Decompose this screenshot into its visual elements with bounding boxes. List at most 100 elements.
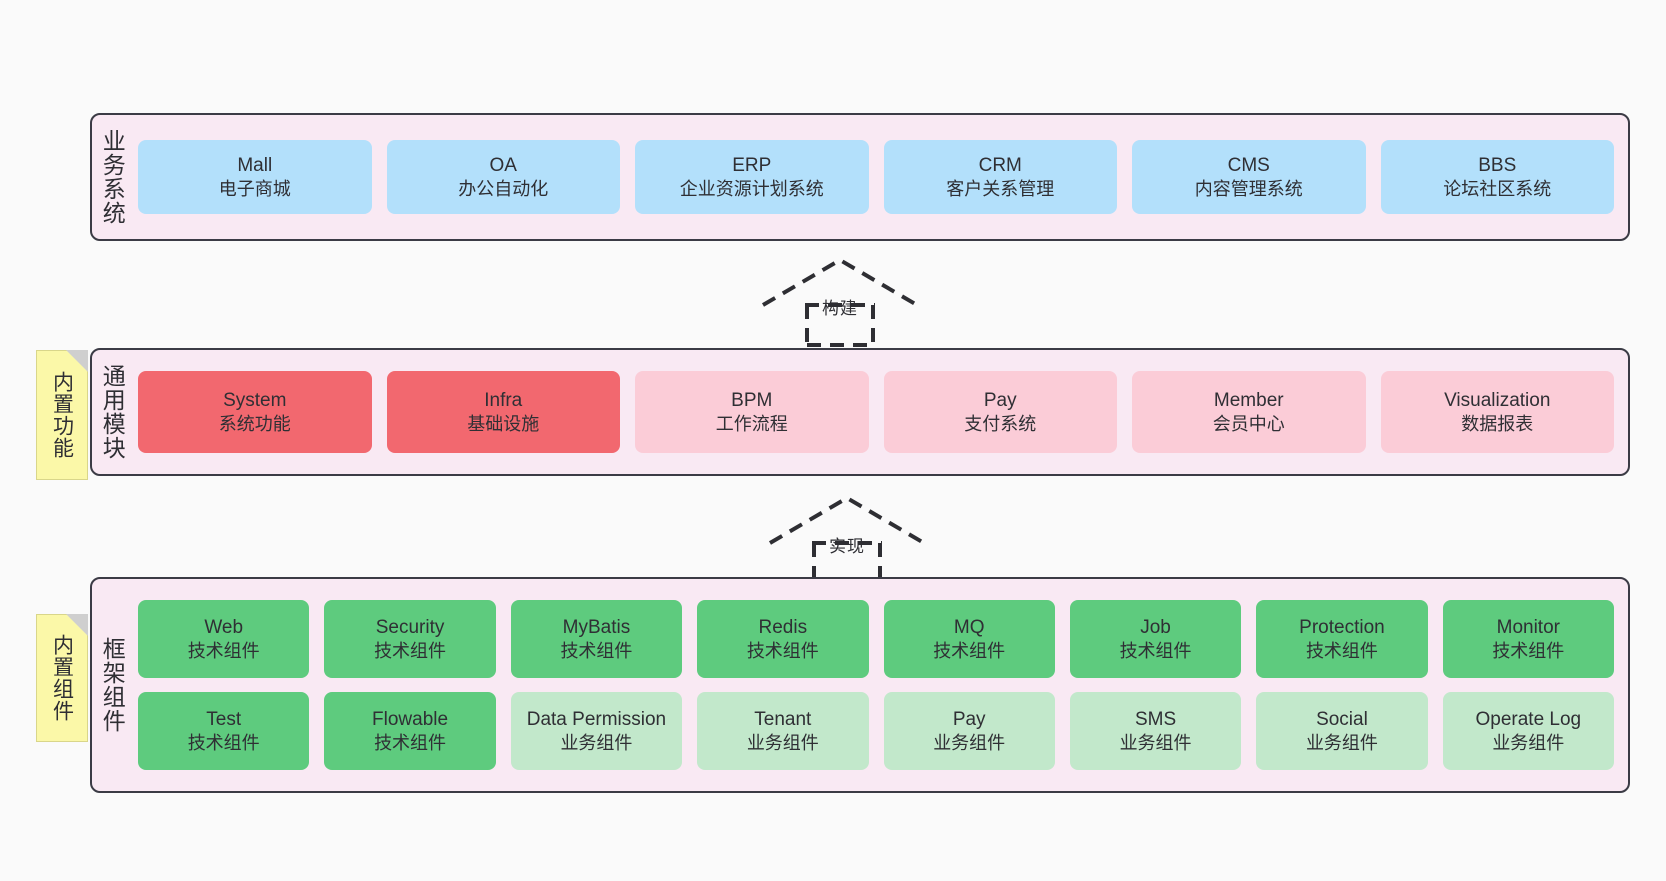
node-monitor[interactable]: Monitor 技术组件: [1442, 600, 1614, 678]
node-mall-cn: 电子商城: [218, 178, 291, 199]
node-visualization-en: Visualization: [1444, 389, 1551, 411]
node-cms-en: CMS: [1227, 154, 1270, 176]
node-mq-en: MQ: [953, 616, 985, 638]
node-system-cn: 系统功能: [218, 413, 291, 434]
layer-body-business: Mall 电子商城 OA 办公自动化 ERP 企业资源计划系统 CRM 客户关系…: [132, 115, 1628, 239]
node-data-permission[interactable]: Data Permission 业务组件: [510, 692, 683, 770]
node-pay-component-en: Pay: [952, 708, 986, 730]
node-social[interactable]: Social 业务组件: [1256, 692, 1428, 770]
node-web[interactable]: Web 技术组件: [138, 600, 310, 678]
node-flowable[interactable]: Flowable 技术组件: [324, 692, 496, 770]
node-monitor-en: Monitor: [1496, 616, 1560, 638]
node-member-cn: 会员中心: [1212, 413, 1285, 434]
node-job-en: Job: [1140, 616, 1171, 638]
node-mybatis-en: MyBatis: [562, 616, 631, 638]
layer-body-modules: System 系统功能 Infra 基础设施 BPM 工作流程 Pay 支付系统…: [132, 350, 1628, 474]
connector-implement-label: 实现: [829, 537, 865, 556]
layer-business-system: 业务系统 Mall 电子商城 OA 办公自动化 ERP 企业资源计划系统 CRM…: [90, 113, 1630, 241]
layer-title-modules: 通用模块: [99, 364, 126, 460]
node-crm-cn: 客户关系管理: [946, 178, 1055, 199]
node-bpm[interactable]: BPM 工作流程: [635, 371, 869, 453]
layer-common-modules: 通用模块 System 系统功能 Infra 基础设施 BPM 工作流程 Pay…: [90, 348, 1630, 476]
node-operate-log[interactable]: Operate Log 业务组件: [1442, 692, 1614, 770]
node-mall[interactable]: Mall 电子商城: [138, 140, 372, 214]
node-infra[interactable]: Infra 基础设施: [386, 371, 620, 453]
node-data-permission-cn: 业务组件: [560, 732, 633, 753]
node-erp[interactable]: ERP 企业资源计划系统: [635, 140, 869, 214]
layer-framework-components: 框架组件 Web 技术组件 Security 技术组件 MyBatis 技术组件…: [90, 577, 1630, 793]
node-pay-module-en: Pay: [983, 389, 1017, 411]
node-sms-cn: 业务组件: [1119, 732, 1192, 753]
node-member[interactable]: Member 会员中心: [1132, 371, 1366, 453]
node-mybatis-cn: 技术组件: [560, 640, 633, 661]
node-protection-cn: 技术组件: [1305, 640, 1378, 661]
node-job-cn: 技术组件: [1119, 640, 1192, 661]
node-social-en: Social: [1316, 708, 1368, 730]
node-cms[interactable]: CMS 内容管理系统: [1132, 140, 1366, 214]
node-flowable-en: Flowable: [372, 708, 449, 730]
node-web-cn: 技术组件: [187, 640, 260, 661]
node-security[interactable]: Security 技术组件: [324, 600, 496, 678]
node-visualization[interactable]: Visualization 数据报表: [1380, 371, 1614, 453]
node-protection-en: Protection: [1299, 616, 1385, 638]
node-bpm-en: BPM: [731, 389, 773, 411]
node-pay-module-cn: 支付系统: [964, 413, 1037, 434]
node-bbs-cn: 论坛社区系统: [1443, 178, 1552, 199]
node-bbs-en: BBS: [1478, 154, 1517, 176]
node-mybatis[interactable]: MyBatis 技术组件: [510, 600, 683, 678]
node-flowable-cn: 技术组件: [374, 732, 447, 753]
node-pay-component[interactable]: Pay 业务组件: [883, 692, 1055, 770]
node-oa-en: OA: [489, 154, 517, 176]
node-mq[interactable]: MQ 技术组件: [883, 600, 1055, 678]
node-protection[interactable]: Protection 技术组件: [1256, 600, 1428, 678]
node-security-cn: 技术组件: [374, 640, 447, 661]
layer-body-framework: Web 技术组件 Security 技术组件 MyBatis 技术组件 Redi…: [132, 579, 1628, 791]
modules-node-row: System 系统功能 Infra 基础设施 BPM 工作流程 Pay 支付系统…: [138, 371, 1614, 453]
node-oa[interactable]: OA 办公自动化: [386, 140, 620, 214]
node-visualization-cn: 数据报表: [1461, 413, 1534, 434]
node-monitor-cn: 技术组件: [1492, 640, 1565, 661]
node-test[interactable]: Test 技术组件: [138, 692, 310, 770]
node-member-en: Member: [1213, 389, 1284, 411]
business-node-row: Mall 电子商城 OA 办公自动化 ERP 企业资源计划系统 CRM 客户关系…: [138, 140, 1614, 214]
node-pay-module[interactable]: Pay 支付系统: [883, 371, 1117, 453]
node-system[interactable]: System 系统功能: [138, 371, 372, 453]
node-erp-en: ERP: [732, 154, 772, 176]
node-operate-log-en: Operate Log: [1475, 708, 1582, 730]
node-data-permission-en: Data Permission: [526, 708, 667, 730]
node-redis-en: Redis: [758, 616, 808, 638]
node-test-cn: 技术组件: [187, 732, 260, 753]
node-mall-en: Mall: [237, 154, 273, 176]
node-redis[interactable]: Redis 技术组件: [697, 600, 869, 678]
node-tenant[interactable]: Tenant 业务组件: [697, 692, 869, 770]
note-builtin-functions: 内置功能: [36, 350, 88, 480]
node-operate-log-cn: 业务组件: [1492, 732, 1565, 753]
node-infra-cn: 基础设施: [467, 413, 540, 434]
node-redis-cn: 技术组件: [746, 640, 819, 661]
node-tenant-cn: 业务组件: [746, 732, 819, 753]
connector-build-label: 构建: [822, 299, 858, 318]
node-bbs[interactable]: BBS 论坛社区系统: [1380, 140, 1614, 214]
node-bpm-cn: 工作流程: [715, 413, 788, 434]
node-web-en: Web: [204, 616, 244, 638]
node-pay-component-cn: 业务组件: [933, 732, 1006, 753]
node-crm[interactable]: CRM 客户关系管理: [883, 140, 1117, 214]
node-sms[interactable]: SMS 业务组件: [1069, 692, 1242, 770]
layer-title-framework: 框架组件: [99, 637, 126, 733]
note-builtin-components: 内置组件: [36, 614, 88, 742]
node-infra-en: Infra: [484, 389, 523, 411]
node-oa-cn: 办公自动化: [458, 178, 549, 199]
node-job[interactable]: Job 技术组件: [1069, 600, 1242, 678]
node-mq-cn: 技术组件: [933, 640, 1006, 661]
node-test-en: Test: [206, 708, 242, 730]
node-security-en: Security: [375, 616, 445, 638]
node-erp-cn: 企业资源计划系统: [679, 178, 824, 199]
framework-node-row-2: Test 技术组件 Flowable 技术组件 Data Permission …: [138, 692, 1614, 770]
node-crm-en: CRM: [978, 154, 1022, 176]
node-social-cn: 业务组件: [1305, 732, 1378, 753]
framework-node-row-1: Web 技术组件 Security 技术组件 MyBatis 技术组件 Redi…: [138, 600, 1614, 678]
connector-implement: 实现: [762, 490, 932, 585]
node-system-en: System: [223, 389, 287, 411]
node-sms-en: SMS: [1134, 708, 1177, 730]
